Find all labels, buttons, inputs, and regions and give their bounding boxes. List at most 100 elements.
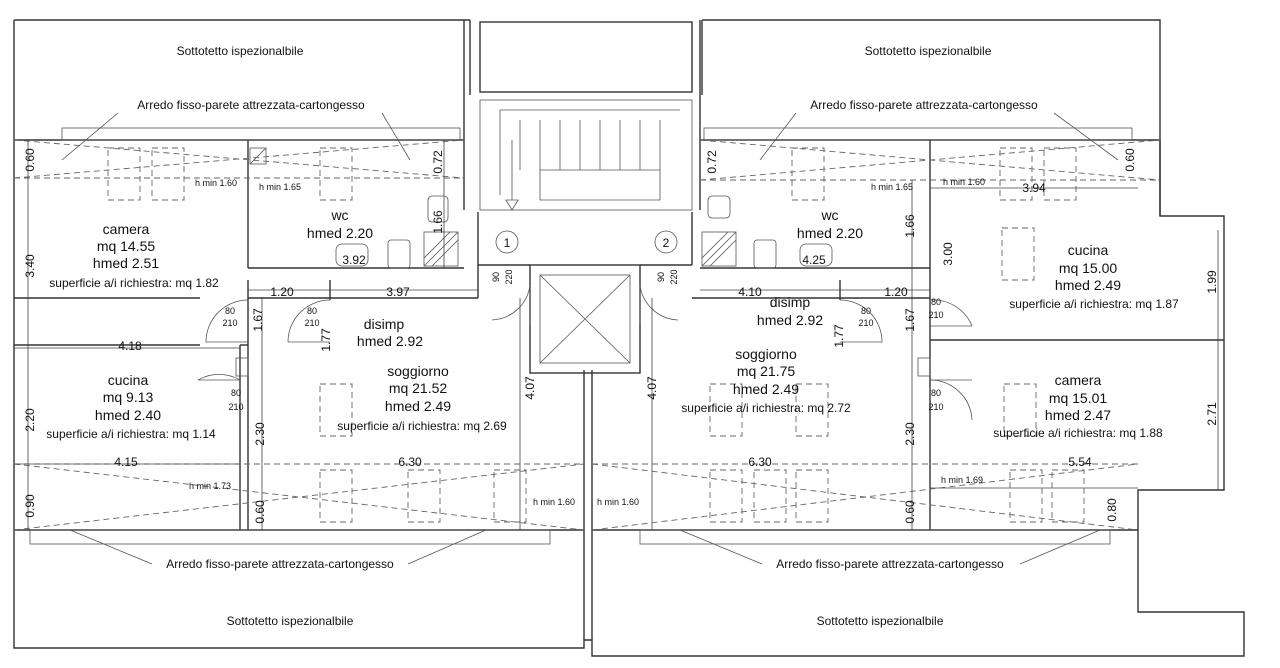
dim-label: 1.99 [1205,270,1219,294]
hmin-label: h min 1.65 [259,182,301,192]
room-name: cucina [108,372,149,388]
room-name: disimp [770,294,811,310]
hmin-label: h min 1.69 [941,475,983,485]
room-hmed: hmed 2.49 [733,381,799,397]
hmin-label: h min 1.60 [533,497,575,507]
sink-icon [799,243,833,267]
attic-label: Sottotetto ispezionalbile [865,44,992,58]
hmin-label: h min 1.60 [597,497,639,507]
dim-label: 5.54 [1068,455,1092,469]
dimension-labels: 0.60 0.72 3.40 1.20 3.97 3.92 1.66 4.18 … [23,148,1219,524]
dim-label: 0.60 [253,500,267,524]
room-window-area: superficie a/i richiestra: mq 1.87 [1009,297,1179,311]
min-height-labels: h min 1.60 h min 1.65 h min 1.73 h min 1… [189,177,985,507]
room-hmed: hmed 2.20 [797,225,863,241]
room-area: mq 14.55 [97,238,156,254]
dim-label: 1.67 [251,308,265,332]
dim-label: 3.97 [386,285,410,299]
furniture-label: Arredo fisso-parete attrezzata-cartonges… [776,557,1004,571]
dim-label: 0.72 [705,150,719,174]
room-right-cucina: cucina mq 15.00 hmed 2.49 superficie a/i… [1009,242,1179,311]
room-right-camera: camera mq 15.01 hmed 2.47 superficie a/i… [993,372,1163,440]
door-size-label: 210 [928,310,943,320]
room-hmed: hmed 2.92 [757,312,823,328]
dim-label: 4.07 [523,376,537,400]
attic-label: Sottotetto ispezionalbile [177,44,304,58]
room-name: cucina [1068,242,1109,258]
attic-label: Sottotetto ispezionalbile [817,614,944,628]
room-area: mq 15.01 [1049,390,1108,406]
door-size-label: 210 [222,318,237,328]
unit-1-number: 1 [504,236,511,250]
room-window-area: superficie a/i richiestra: mq 1.82 [49,276,219,290]
staircase [479,99,693,211]
sink-icon [335,243,369,267]
door-size-label: 90 [491,272,501,282]
dim-label: 0.80 [1105,498,1119,522]
room-hmed: hmed 2.92 [357,333,423,349]
dim-label: 3.40 [23,254,37,278]
room-left-camera: camera mq 14.55 hmed 2.51 superficie a/i… [49,221,219,290]
room-hmed: hmed 2.47 [1045,407,1111,423]
room-left-wc: wc hmed 2.20 [307,207,373,241]
room-left-disimp: disimp hmed 2.92 [357,316,423,349]
room-area: mq 15.00 [1059,260,1118,276]
dim-label: 2.20 [23,408,37,432]
room-window-area: superficie a/i richiestra: mq 2.72 [681,401,851,415]
room-name: disimp [364,316,405,332]
door-size-label: 80 [931,297,941,307]
room-right-soggiorno: soggiorno mq 21.75 hmed 2.49 superficie … [681,346,851,415]
room-window-area: superficie a/i richiestra: mq 1.88 [993,426,1163,440]
dim-label: 0.60 [903,500,917,524]
dim-label: 2.71 [1205,402,1219,426]
room-hmed: hmed 2.49 [1055,277,1121,293]
dim-label: 3.00 [941,242,955,266]
room-hmed: hmed 2.20 [307,225,373,241]
room-area: mq 21.52 [389,380,448,396]
dim-label: 1.77 [319,328,333,352]
dim-label: 0.90 [23,494,37,518]
dim-label: 1.66 [431,210,445,234]
dim-label: 1.67 [903,308,917,332]
room-window-area: superficie a/i richiestra: mq 1.14 [46,427,216,441]
door-swings [197,284,973,421]
room-window-area: superficie a/i richiestra: mq 2.69 [337,419,507,433]
hmin-label: h min 1.60 [195,178,237,188]
dimension-lines [14,140,1219,530]
dim-label: 0.60 [1123,148,1137,172]
room-area: mq 21.75 [737,363,796,379]
door-size-label: 210 [928,402,943,412]
shower-icon [249,147,267,165]
hmin-label: h min 1.73 [189,481,231,491]
room-name: soggiorno [735,346,797,362]
hmin-label: h min 1.65 [871,182,913,192]
sanitary-fixtures [249,147,833,269]
room-name: camera [103,221,150,237]
bidet-icon [753,239,777,269]
door-size-label: 80 [231,388,241,398]
room-right-wc: wc hmed 2.20 [797,207,863,241]
dim-label: 1.20 [270,285,294,299]
door-size-label: 80 [307,306,317,316]
hmin-label: h min 1.60 [943,177,985,187]
dim-label: 3.92 [342,253,366,267]
dim-label: 0.60 [23,148,37,172]
door-size-label: 220 [669,269,679,284]
toilet-icon [427,195,449,223]
dim-label: 6.30 [398,455,422,469]
door-size-label: 210 [304,318,319,328]
furniture-label: Arredo fisso-parete attrezzata-cartonges… [166,557,394,571]
door-size-label: 210 [858,318,873,328]
dim-label: 4.10 [738,285,762,299]
unit-2-number: 2 [663,236,670,250]
door-size-label: 80 [225,306,235,316]
dim-label: 2.30 [903,422,917,446]
room-left-soggiorno: soggiorno mq 21.52 hmed 2.49 superficie … [337,363,507,433]
door-size-label: 80 [861,306,871,316]
dim-label: 4.25 [802,253,826,267]
furniture-label: Arredo fisso-parete attrezzata-cartonges… [137,98,365,112]
room-left-cucina: cucina mq 9.13 hmed 2.40 superficie a/i … [46,372,216,441]
dim-label: 0.72 [431,150,445,174]
room-name: wc [330,207,348,223]
